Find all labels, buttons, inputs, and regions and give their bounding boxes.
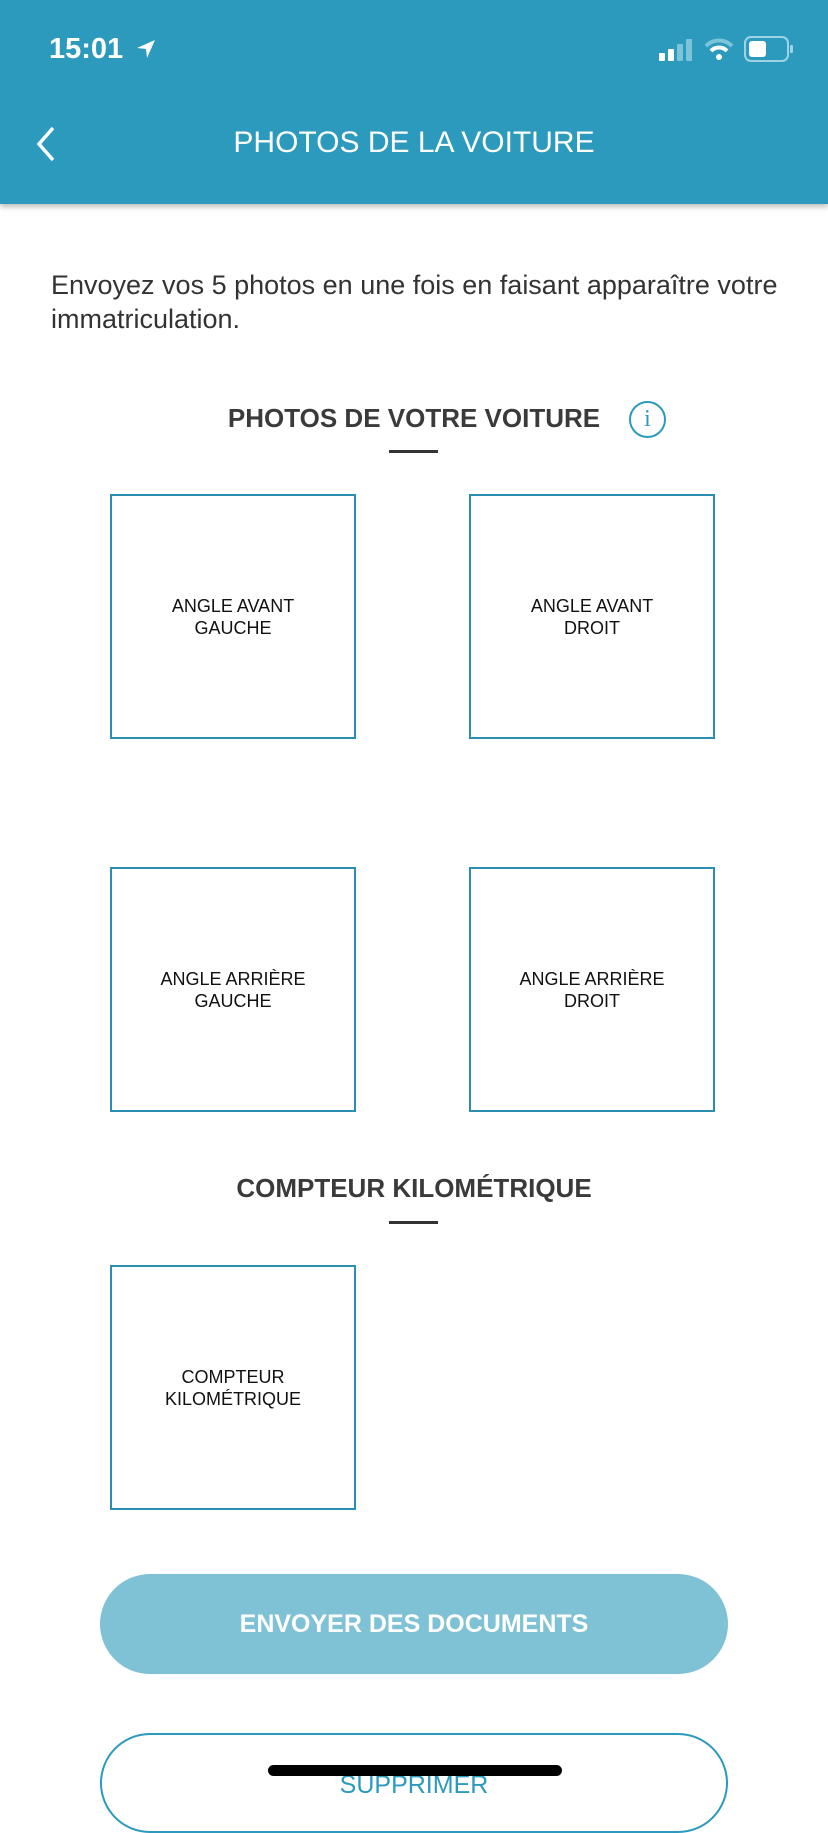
page-title: PHOTOS DE LA VOITURE xyxy=(233,126,595,159)
wifi-icon xyxy=(704,38,734,60)
section-title-odometer: COMPTEUR KILOMÉTRIQUE xyxy=(236,1173,592,1203)
intro-text: Envoyez vos 5 photos en une fois en fais… xyxy=(51,270,778,334)
status-icons xyxy=(658,36,794,62)
photo-slot-rear-left[interactable]: ANGLE ARRIÈRE GAUCHE xyxy=(110,867,356,1112)
send-documents-button[interactable]: ENVOYER DES DOCUMENTS xyxy=(100,1574,728,1674)
photo-slot-odometer[interactable]: COMPTEUR KILOMÉTRIQUE xyxy=(110,1265,356,1510)
section-divider xyxy=(389,450,438,453)
location-arrow-icon xyxy=(137,40,155,58)
delete-button[interactable]: SUPPRIMER xyxy=(100,1733,728,1833)
battery-icon xyxy=(744,36,793,62)
signal-icon xyxy=(659,39,692,61)
photo-slot-front-right[interactable]: ANGLE AVANT DROIT xyxy=(469,494,715,739)
back-button[interactable] xyxy=(34,126,58,162)
home-indicator[interactable] xyxy=(268,1765,562,1776)
section-divider xyxy=(389,1221,438,1224)
photo-slot-front-left[interactable]: ANGLE AVANT GAUCHE xyxy=(110,494,356,739)
photo-slot-rear-right[interactable]: ANGLE ARRIÈRE DROIT xyxy=(469,867,715,1112)
section-title-car-photos: PHOTOS DE VOTRE VOITURE xyxy=(227,403,601,433)
app-header: 15:01 PHOTOS DE LA VOITURE xyxy=(0,0,828,204)
status-time: 15:01 xyxy=(49,33,124,65)
info-icon[interactable]: i xyxy=(629,401,666,438)
